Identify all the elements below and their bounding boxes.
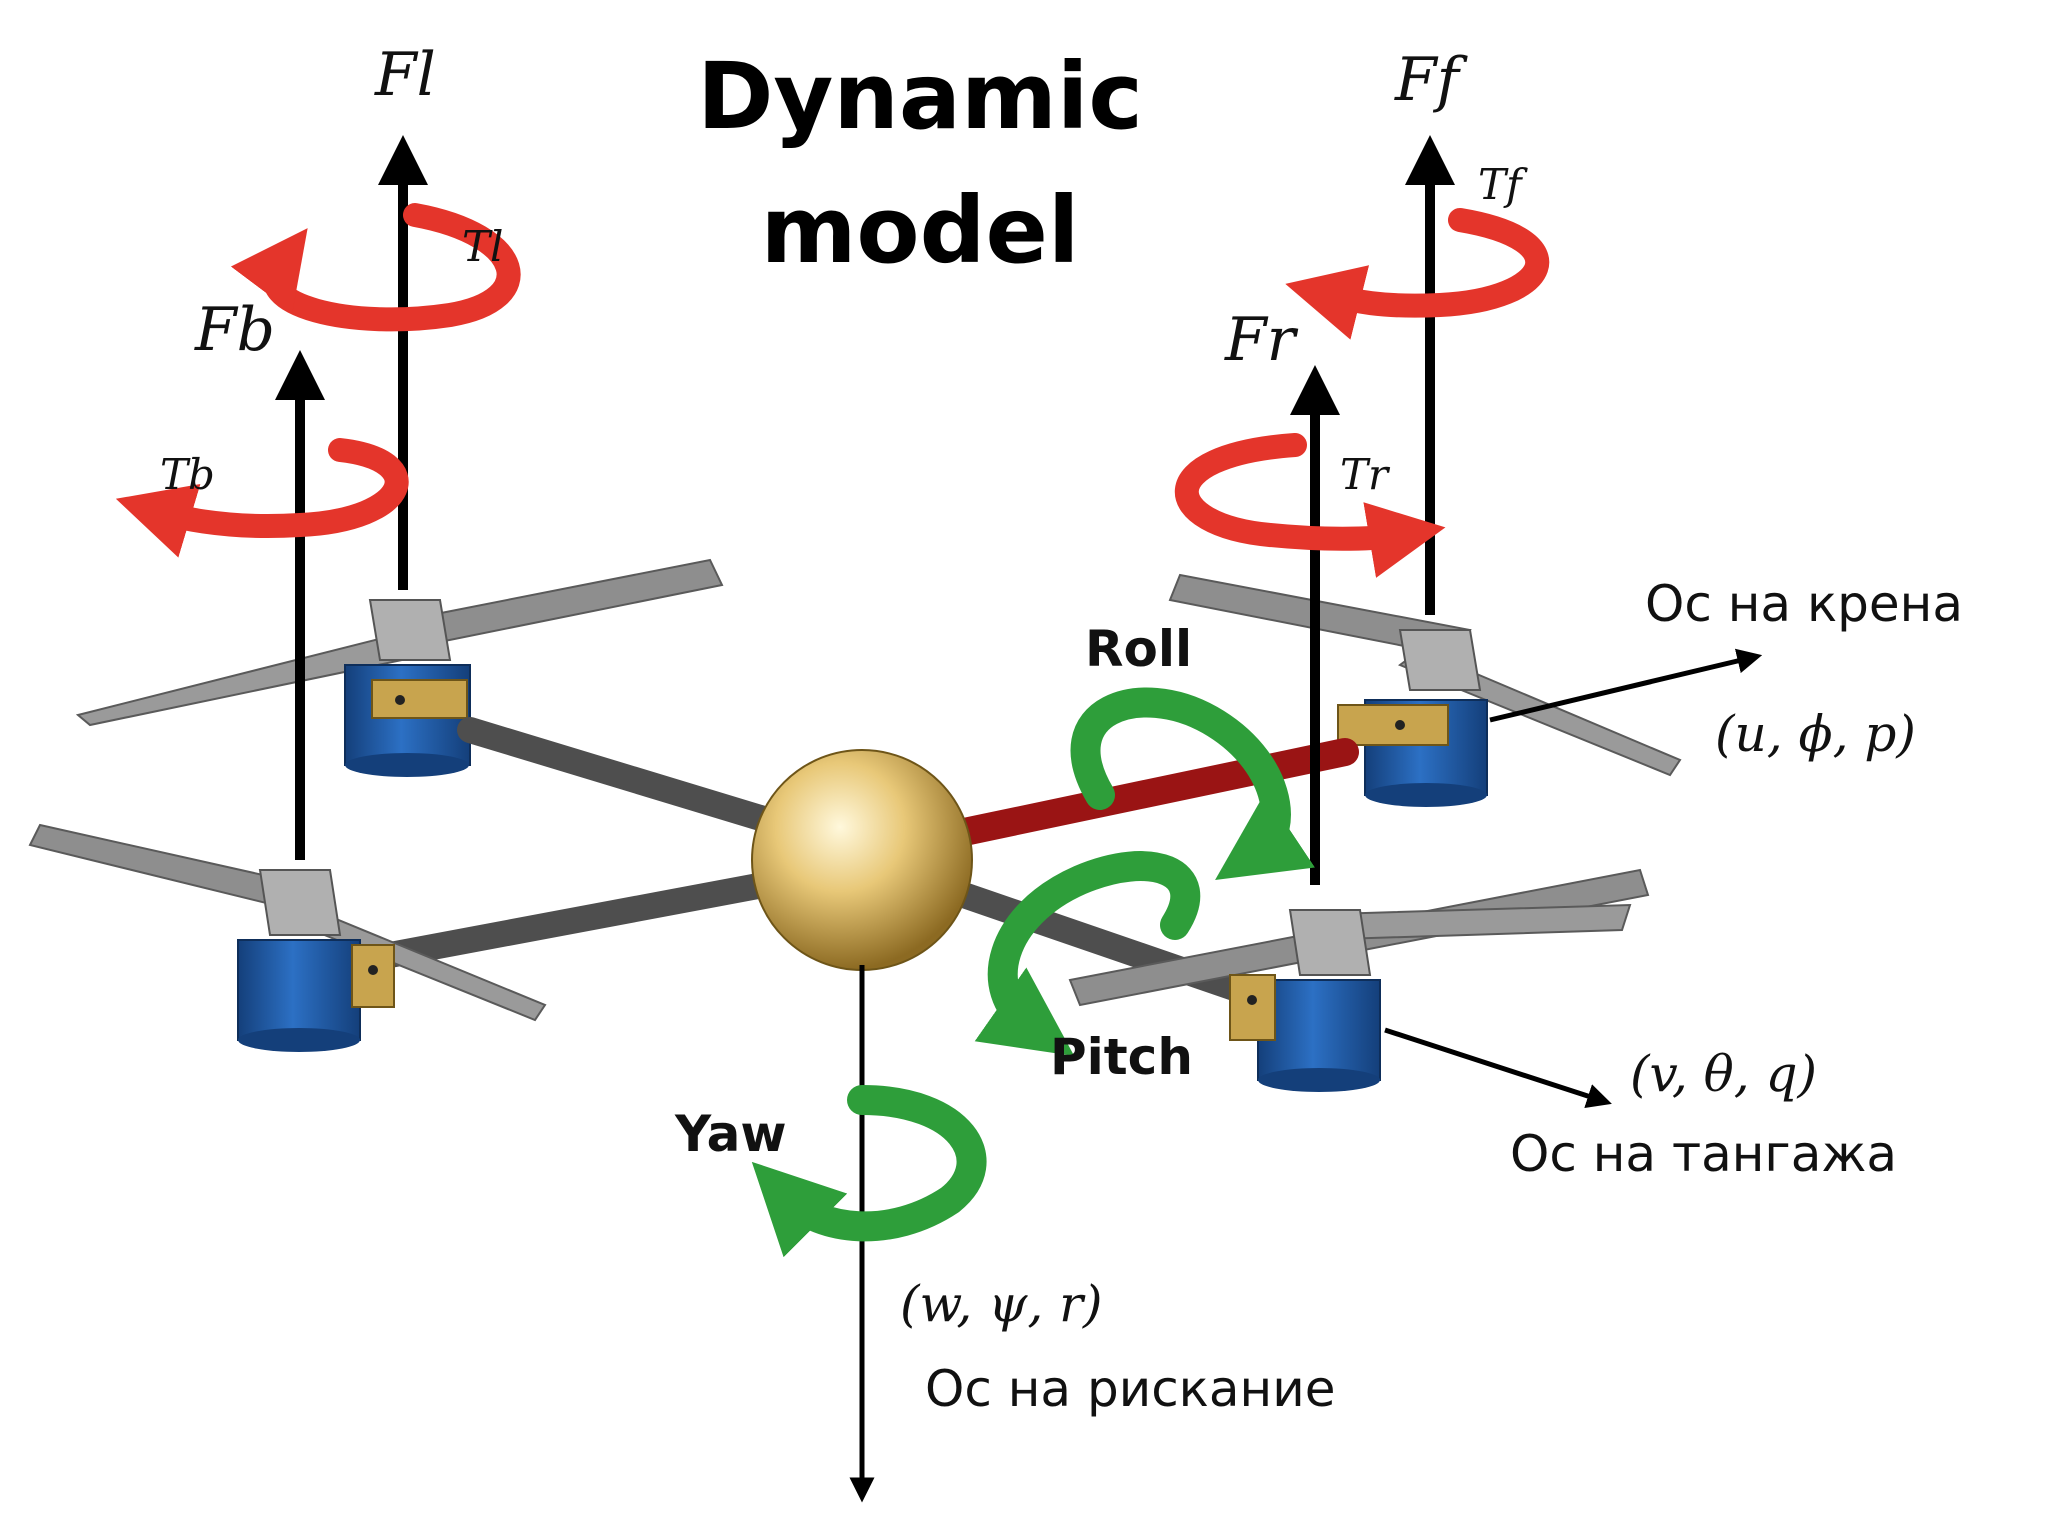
- torque-label-right: Tr: [1340, 450, 1389, 499]
- force-label-front: Ff: [1395, 45, 1459, 115]
- roll-axis-label: Ос на крена: [1645, 575, 1963, 633]
- back-rotor: [28, 823, 547, 1052]
- roll-label: Roll: [1085, 620, 1193, 678]
- title-line-2: model: [760, 177, 1080, 284]
- pitch-label: Pitch: [1050, 1028, 1193, 1086]
- torque-arrows: [115, 203, 1550, 578]
- rotation-arrows: [751, 687, 1315, 1258]
- torque-label-front: Tf: [1478, 160, 1522, 209]
- torque-label-back: Tb: [160, 450, 215, 499]
- rear-left-rotor: [75, 558, 724, 777]
- force-label-back: Fb: [195, 295, 276, 365]
- pitch-state-label: (v, θ, q): [1630, 1045, 1818, 1103]
- force-label-right: Fr: [1225, 305, 1296, 375]
- title-line-1: Dynamic: [697, 43, 1143, 150]
- right-rotor: [1068, 868, 1650, 1092]
- roll-state-label: (u, ϕ, p): [1715, 705, 1916, 763]
- yaw-state-label: (w, ψ, r): [900, 1275, 1103, 1333]
- pitch-axis-label: Ос на тангажа: [1510, 1125, 1898, 1183]
- yaw-axis-label: Ос на рискание: [925, 1360, 1336, 1418]
- page-title: Dynamic model: [560, 30, 1280, 298]
- force-label-left: Fl: [375, 40, 436, 110]
- yaw-label: Yaw: [675, 1105, 787, 1163]
- torque-label-left: Tl: [462, 222, 504, 271]
- center-body: [751, 749, 973, 971]
